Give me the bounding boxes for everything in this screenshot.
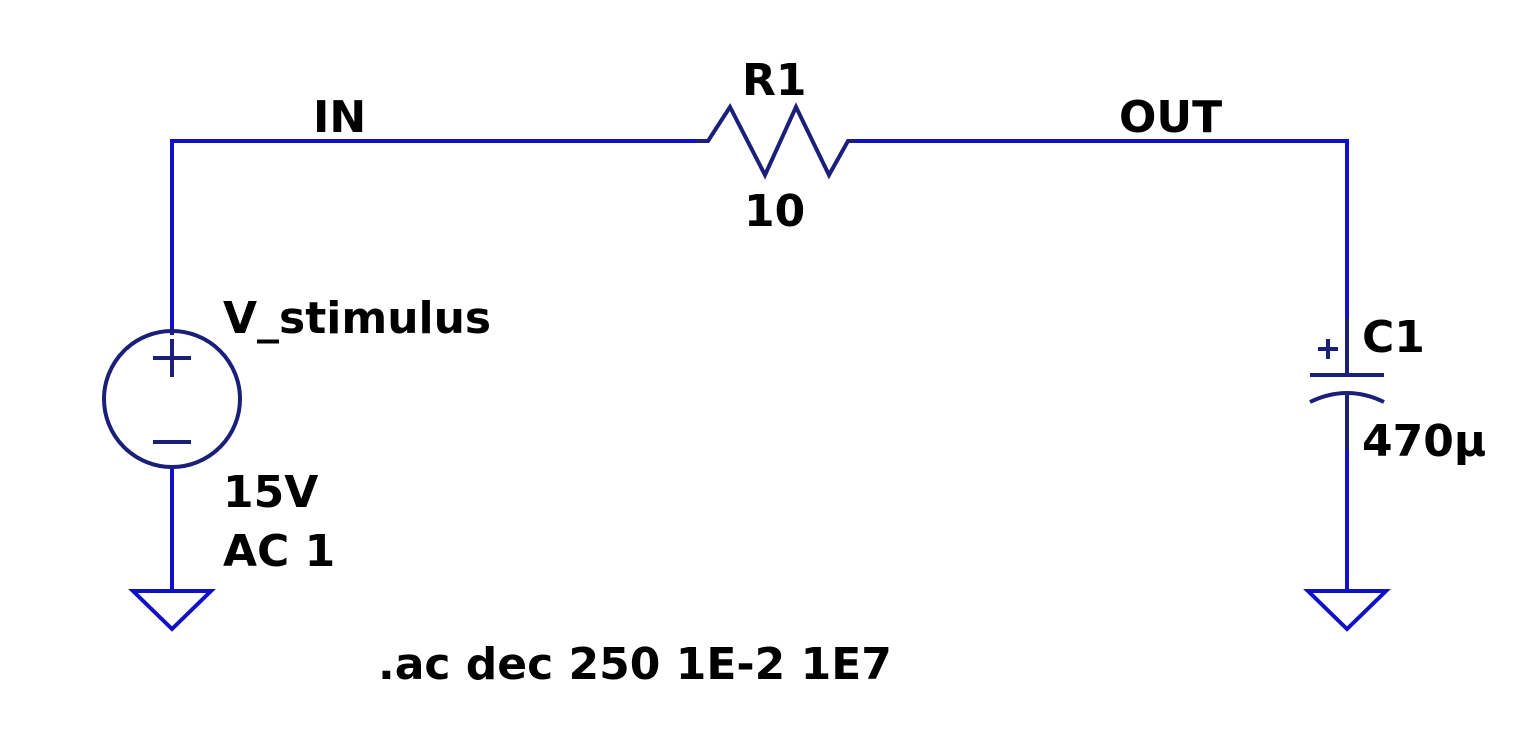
resistor-name-label[interactable]: R1 (742, 55, 807, 106)
ground-left[interactable] (128, 589, 216, 632)
wire-out-net[interactable] (856, 139, 1349, 318)
wires (170, 139, 1349, 591)
wire-in-net[interactable] (170, 139, 696, 331)
capacitor-value-label[interactable]: 470µ (1362, 416, 1486, 467)
source-dc-value-label[interactable]: 15V (223, 467, 318, 518)
ground-right[interactable] (1303, 589, 1391, 632)
capacitor-c1[interactable] (1309, 318, 1385, 450)
capacitor-name-label[interactable]: C1 (1362, 312, 1425, 363)
ground-symbol-icon (1303, 589, 1391, 632)
net-label-in[interactable]: IN (313, 92, 366, 143)
spice-directive[interactable]: .ac dec 250 1E-2 1E7 (378, 639, 892, 690)
resistor-zigzag (696, 102, 856, 180)
source-circle (102, 329, 242, 469)
resistor-r1[interactable] (696, 102, 856, 180)
resistor-value-label[interactable]: 10 (744, 186, 805, 237)
voltage-source[interactable] (102, 329, 242, 469)
ground-symbol-icon (128, 589, 216, 632)
net-label-out[interactable]: OUT (1119, 92, 1222, 143)
source-ac-value-label[interactable]: AC 1 (223, 526, 335, 577)
source-name-label[interactable]: V_stimulus (223, 293, 491, 344)
